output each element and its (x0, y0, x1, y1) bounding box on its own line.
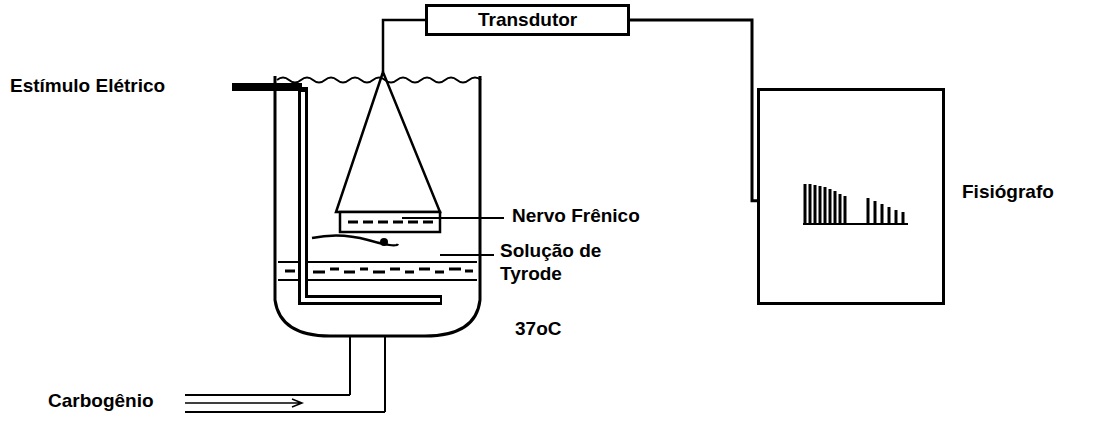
gas-line-top (185, 394, 350, 396)
nerve-label: Nervo Frênico (512, 205, 640, 228)
electrode-outer (303, 87, 442, 300)
bath-beaker (275, 76, 480, 336)
phrenic-nerve (312, 235, 398, 245)
diaphragm-pattern (348, 221, 433, 224)
tissue-holder (336, 72, 440, 212)
temperature-label: 37oC (515, 318, 561, 341)
nerve-knot (380, 238, 388, 246)
transducer-wire (383, 20, 425, 72)
device-name: Fisiógrafo (962, 181, 1054, 203)
gas-flow-arrow (185, 399, 302, 407)
gas-tube-left (349, 336, 351, 395)
physiograph-box: Fisiógrafo (757, 88, 945, 305)
electrode-inner (303, 92, 440, 300)
stimulus-label: Estímulo Elétrico (10, 75, 165, 98)
electrode-lead (232, 83, 302, 91)
leader-line (402, 217, 504, 219)
transducer-box: Transdutor (425, 4, 630, 36)
solution-label: Solução de Tyrode (500, 240, 625, 286)
box-title: Transdutor (478, 9, 577, 31)
recording-trace (760, 91, 942, 302)
gas-line-bottom (185, 411, 385, 413)
leader-line (440, 254, 494, 256)
gas-bubbles (285, 268, 473, 272)
gas-tube-right (384, 336, 386, 412)
gas-label: Carbogênio (48, 390, 154, 413)
diaphragm-strip (340, 212, 440, 232)
signal-cable (630, 20, 757, 201)
